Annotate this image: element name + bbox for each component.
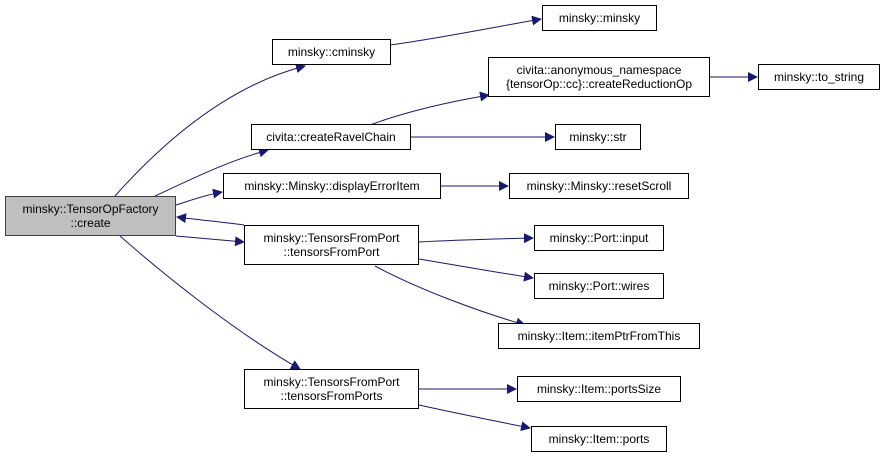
node-port-wires[interactable]: minsky::Port::wires — [534, 273, 664, 299]
node-itemptrfromthis[interactable]: minsky::Item::itemPtrFromThis — [498, 323, 700, 349]
edge-create-to-cminsky — [114, 63, 306, 197]
edge-createravelchain-to-createreductionop — [369, 91, 490, 126]
edge-cminsky-to-minsky — [389, 15, 542, 46]
node-createravelchain[interactable]: civita::createRavelChain — [251, 124, 411, 150]
node-label-line1: minsky::TensorOpFactory — [22, 202, 159, 216]
node-label: civita::createRavelChain — [266, 130, 396, 144]
node-label-line1: minsky::TensorsFromPort — [263, 231, 400, 245]
edge-tensorsfromport-to-itemptrfromthis — [374, 265, 526, 328]
node-portssize[interactable]: minsky::Item::portsSize — [517, 376, 681, 402]
node-label: minsky::str — [569, 130, 627, 144]
edge-tensorsfromport-to-input — [418, 233, 534, 244]
node-label: minsky::minsky — [558, 11, 641, 25]
node-label-line1: minsky::TensorsFromPort — [263, 375, 400, 389]
edge-create-to-tensorsfromport — [175, 235, 245, 247]
edge-create-to-tensorsfromports — [119, 235, 301, 370]
node-label-line2: ::tensorsFromPort — [283, 245, 380, 259]
node-label-line2: ::create — [70, 216, 111, 230]
node-to-string[interactable]: minsky::to_string — [758, 64, 880, 90]
node-cminsky[interactable]: minsky::cminsky — [272, 39, 391, 65]
node-resetscroll[interactable]: minsky::Minsky::resetScroll — [509, 173, 689, 199]
node-label: minsky::Port::input — [549, 231, 649, 245]
node-tensorsfromport[interactable]: minsky::TensorsFromPort ::tensorsFromPor… — [244, 225, 419, 265]
edge-create-to-displayerroritem — [175, 188, 223, 206]
node-createreductionop[interactable]: civita::anonymous_namespace {tensorOp::c… — [488, 57, 710, 97]
edge-tensorsfromport-to-wires — [418, 258, 534, 282]
node-tensorsfromports[interactable]: minsky::TensorsFromPort ::tensorsFromPor… — [244, 369, 419, 409]
node-label: minsky::to_string — [773, 70, 865, 84]
node-label: minsky::Port::wires — [548, 279, 650, 293]
node-ports[interactable]: minsky::Item::ports — [531, 426, 667, 452]
node-label-line2: {tensorOp::cc}::createReductionOp — [505, 77, 693, 91]
edge-create-to-createravelchain — [154, 147, 269, 197]
edge-tensorsfromports-to-ports — [418, 404, 531, 432]
node-label: minsky::cminsky — [287, 45, 376, 59]
node-label: minsky::Item::portsSize — [536, 382, 662, 396]
node-label: minsky::Minsky::resetScroll — [526, 179, 672, 193]
node-str[interactable]: minsky::str — [555, 124, 641, 150]
node-port-input[interactable]: minsky::Port::input — [534, 225, 664, 251]
node-label: minsky::Item::ports — [548, 432, 650, 446]
node-tensoropfactory-create: minsky::TensorOpFactory ::create — [5, 196, 176, 236]
node-label: minsky::Minsky::displayErrorItem — [244, 179, 420, 193]
node-label-line1: civita::anonymous_namespace — [516, 63, 682, 77]
node-label-line2: ::tensorsFromPorts — [280, 389, 383, 403]
node-minsky[interactable]: minsky::minsky — [542, 5, 657, 31]
node-displayerroritem[interactable]: minsky::Minsky::displayErrorItem — [223, 173, 441, 199]
node-label: minsky::Item::itemPtrFromThis — [517, 329, 681, 343]
edge-tensorsfromport-to-create — [176, 213, 245, 226]
